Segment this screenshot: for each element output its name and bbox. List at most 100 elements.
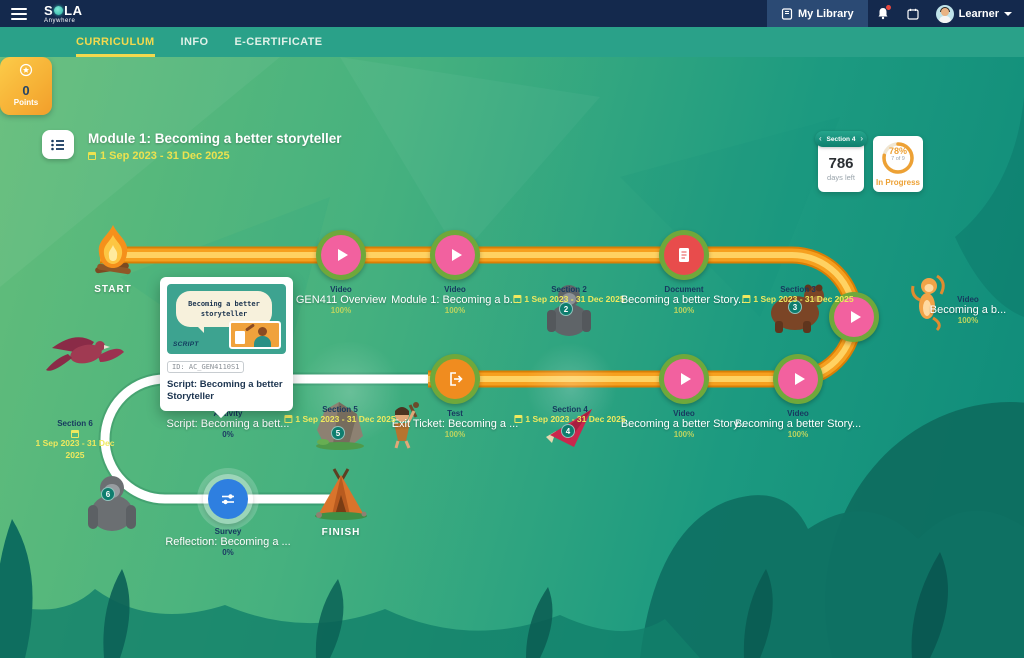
activity-tooltip-title: Script: Becoming a better Storyteller (167, 379, 283, 403)
calendar-icon (284, 415, 293, 423)
days-left-card: 786 days left (818, 141, 864, 192)
activity-id-badge: ID: AC_GEN4110S1 (167, 361, 245, 373)
points-label: Points (13, 98, 39, 107)
monkey-illustration (911, 274, 945, 332)
logo-subtitle: Anywhere (44, 17, 76, 24)
course-tabbar: CURRICULUM INFO E-CERTIFICATE (0, 27, 1024, 57)
days-left-label: days left (827, 173, 855, 182)
tab-info[interactable]: INFO (180, 36, 209, 48)
section-marker-label: Section 3 1 Sep 2023 - 31 Dec 2025 (742, 285, 854, 304)
notification-dot (885, 5, 891, 10)
parrot-illustration (46, 337, 124, 371)
user-avatar (935, 4, 954, 23)
node-label: Activity Script: Becoming a bett... 0% (166, 409, 290, 439)
play-icon (795, 373, 805, 385)
tab-e-certificate[interactable]: E-CERTIFICATE (234, 36, 323, 48)
app-logo: S LA Anywhere (44, 4, 83, 24)
progress-ring (882, 142, 914, 174)
thumbnail-person-illustration (229, 321, 281, 349)
section-badge: 3 (788, 300, 802, 314)
section-badge: 6 (101, 487, 115, 501)
node-video-5[interactable] (659, 354, 709, 404)
section-badge: 2 (559, 302, 573, 316)
my-library-label: My Library (798, 7, 854, 20)
user-menu[interactable]: Learner (928, 4, 1024, 23)
play-icon (681, 373, 691, 385)
section-badge: 5 (331, 426, 345, 440)
calendar-icon (71, 430, 79, 438)
my-library-button[interactable]: My Library (767, 0, 868, 27)
start-label: START (94, 284, 132, 295)
bell-icon (878, 8, 888, 20)
curriculum-map-canvas: 2 3 4 5 6 START (0, 57, 1024, 658)
points-card: 0 Points (0, 57, 52, 115)
activity-thumbnail: Becoming a better storyteller SCRIPT (167, 284, 286, 354)
node-label: Video Module 1: Becoming a b... 100% (391, 285, 519, 315)
notifications-button[interactable] (868, 0, 898, 27)
section-badge: 4 (561, 424, 575, 438)
calendar-icon (514, 415, 523, 423)
user-role-label: Learner (958, 7, 999, 20)
calendar-button[interactable] (898, 0, 928, 27)
node-video-module1[interactable] (430, 230, 480, 280)
section-marker-label: Section 4 1 Sep 2023 - 31 Dec 2025 (514, 405, 626, 424)
node-label: Test Exit Ticket: Becoming a ... 100% (391, 409, 519, 439)
logo-text-la: LA (64, 2, 83, 18)
module-date-range: 1 Sep 2023 - 31 Dec 2025 (88, 150, 230, 162)
hamburger-menu-icon[interactable] (0, 7, 38, 20)
document-icon (679, 248, 689, 262)
node-label: Video GEN411 Overview 100% (295, 285, 387, 315)
module-title: Module 1: Becoming a better storyteller (88, 131, 342, 146)
survey-sliders-icon (222, 494, 234, 505)
section-marker-label: Section 2 1 Sep 2023 - 31 Dec 2025 (513, 285, 625, 304)
node-label: Survey Reflection: Becoming a ... 0% (165, 527, 291, 557)
section-navigator: ‹ Section 4 › (815, 131, 867, 147)
calendar-icon (88, 152, 96, 160)
progress-percent: 78% (888, 146, 907, 156)
points-value: 0 (22, 83, 30, 98)
section-nav-label: Section 4 (826, 135, 856, 143)
node-document[interactable] (659, 230, 709, 280)
path-pending (98, 372, 428, 506)
calendar-icon (513, 295, 522, 303)
list-icon (51, 139, 64, 150)
node-video-gen411-overview[interactable] (316, 230, 366, 280)
calendar-icon (907, 8, 919, 20)
activity-tooltip-card: Becoming a better storyteller SCRIPT ID:… (160, 277, 293, 418)
section-prev-button[interactable]: ‹ (819, 134, 822, 143)
node-label: Video Becoming a better Story... 100% (734, 409, 862, 439)
node-video-curve[interactable] (829, 292, 879, 342)
section-marker-label: Section 5 1 Sep 2023 - 31 Dec 2025 (284, 405, 396, 424)
top-navbar: S LA Anywhere My Library Learner (0, 0, 1024, 27)
points-medal-icon (19, 63, 33, 77)
progress-card: 78% 7 of 9 In Progress (873, 136, 923, 192)
progress-fraction: 7 of 9 (891, 156, 905, 162)
caveman-illustration (394, 402, 419, 449)
tab-curriculum[interactable]: CURRICULUM (76, 27, 155, 57)
curriculum-path (98, 246, 863, 506)
node-label: Document Becoming a better Story... 100% (620, 285, 748, 315)
play-icon (338, 249, 348, 261)
node-test-exit-ticket[interactable] (430, 354, 480, 404)
section-marker-label: Section 6 1 Sep 2023 - 31 Dec 2025 (35, 419, 115, 460)
section-next-button[interactable]: › (860, 134, 863, 143)
campfire-illustration (95, 225, 131, 275)
play-icon (851, 311, 861, 323)
curriculum-list-button[interactable] (42, 130, 74, 159)
thumbnail-script-tag: SCRIPT (173, 341, 199, 348)
library-book-icon (781, 7, 793, 20)
logo-bulb-icon (54, 5, 64, 15)
section4-highlight (525, 342, 617, 434)
finish-label: FINISH (321, 527, 361, 538)
play-icon (452, 249, 462, 261)
node-survey-reflection[interactable] (203, 474, 253, 524)
node-video-4[interactable] (773, 354, 823, 404)
node-label: Video Becoming a better Story... 100% (620, 409, 748, 439)
exit-ticket-icon (450, 372, 463, 386)
calendar-icon (742, 295, 751, 303)
progress-status: In Progress (875, 178, 920, 187)
gorilla6-illustration (88, 476, 136, 531)
logo-text-s: S (44, 2, 54, 18)
chevron-down-icon (1004, 11, 1012, 16)
days-left-value: 786 (828, 155, 854, 172)
